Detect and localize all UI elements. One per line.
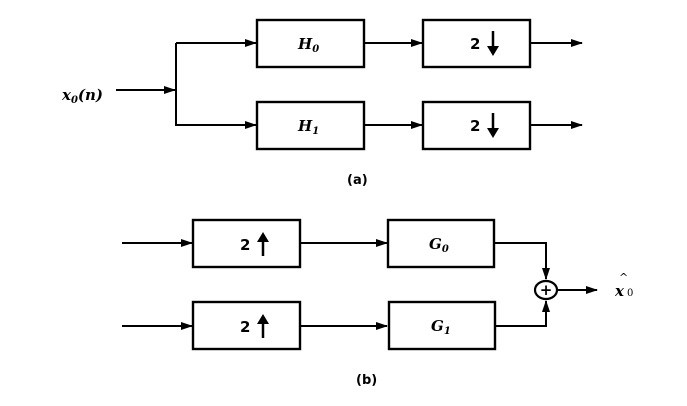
down-arrow-icon	[487, 31, 499, 56]
filter-h0-label: H0	[297, 35, 319, 55]
arrow-g0-to-sum	[494, 242, 550, 280]
up-arrow-icon	[257, 232, 269, 256]
plus-icon: +	[540, 281, 553, 299]
downsampler-top-box	[421, 18, 532, 69]
filter-g0-label: G0	[429, 235, 449, 255]
upsampler-bottom-factor: 2	[240, 318, 250, 336]
caption-a: (a)	[347, 173, 368, 188]
arrow-g1-to-sum	[495, 300, 550, 327]
up-arrow-icon	[257, 314, 269, 338]
filter-g1-box	[387, 300, 497, 351]
svg-text:^: ^	[619, 271, 628, 284]
down-arrow-icon	[487, 113, 499, 138]
downsampler-top-factor: 2	[470, 35, 480, 53]
svg-text:x0: x0	[614, 282, 633, 300]
filter-g1-label: G1	[431, 317, 451, 337]
analysis-bank: x0(n) H0 H1 2 2 (a)	[61, 18, 583, 188]
input-signal-label: x0(n)	[61, 86, 103, 106]
caption-b: (b)	[356, 373, 377, 388]
filter-h1-label: H1	[297, 117, 319, 137]
downsampler-bottom-box	[421, 100, 532, 151]
upsampler-top-factor: 2	[240, 236, 250, 254]
summing-junction: +	[533, 279, 559, 301]
upsampler-bottom-box	[191, 300, 302, 351]
filter-h0-box	[255, 18, 366, 69]
downsampler-bottom-factor: 2	[470, 117, 480, 135]
